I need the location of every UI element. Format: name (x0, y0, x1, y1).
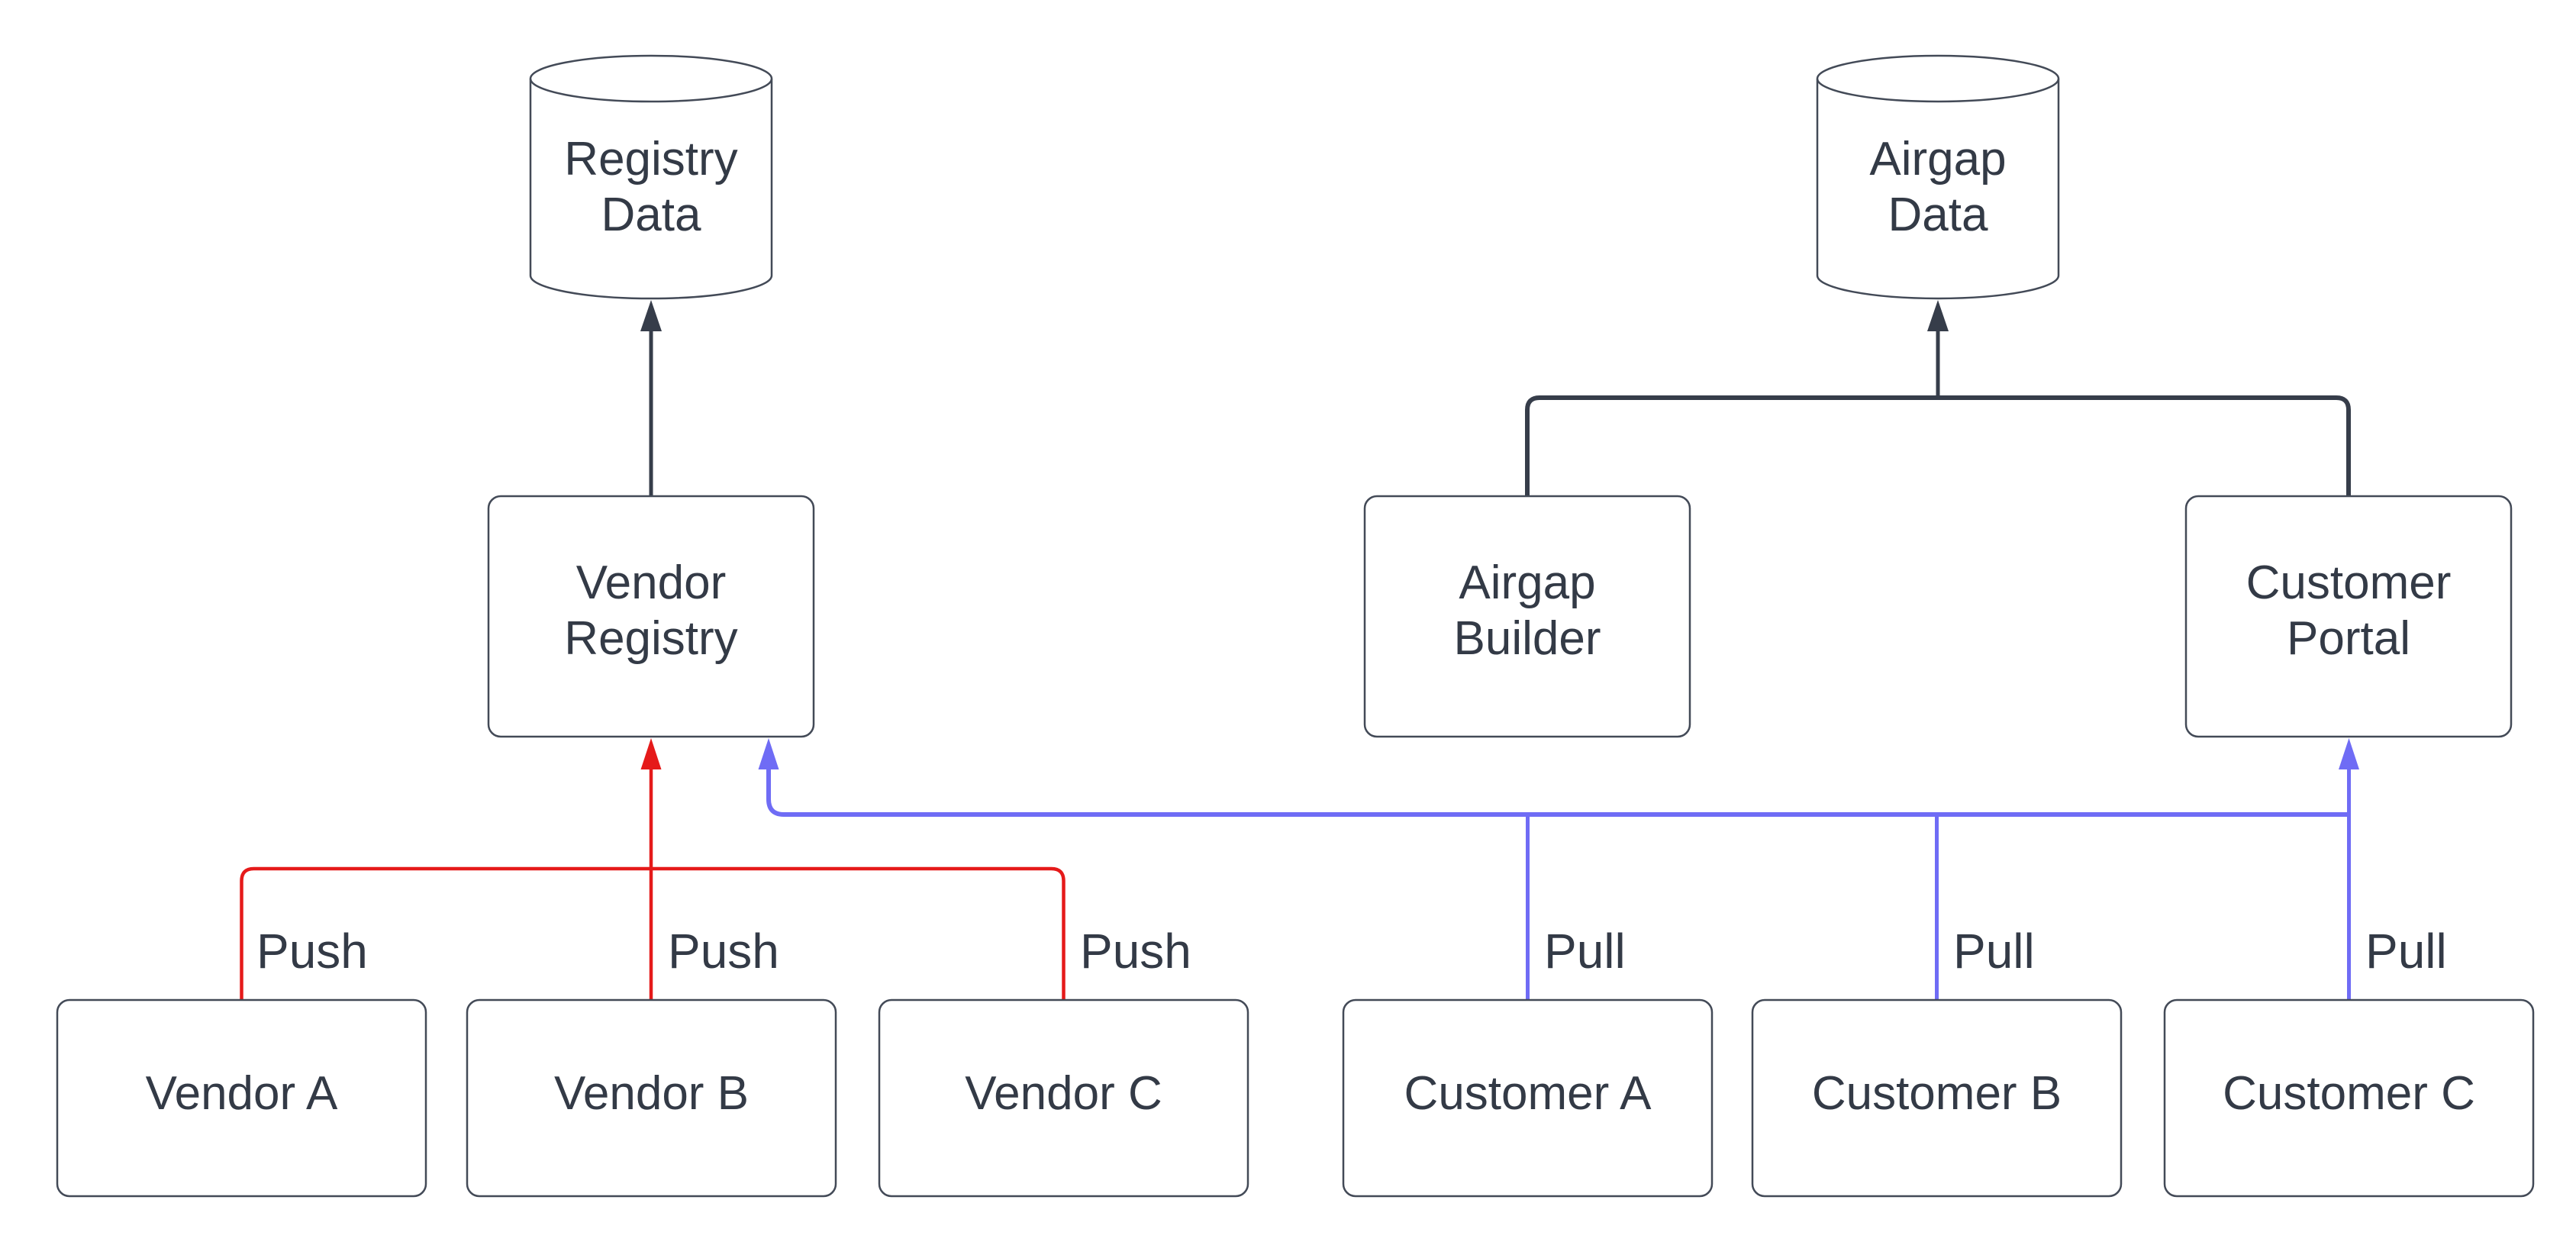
box-vendor-b (466, 998, 837, 1198)
edge-pull-spine (758, 738, 2359, 1000)
arrowhead-up-icon (640, 738, 662, 769)
box-customer-a (1342, 998, 1714, 1198)
edge-line (766, 769, 2349, 817)
arrowhead-up-icon (640, 300, 662, 331)
edge-vendor-registry-to-registry-data (640, 300, 662, 496)
cylinder-rim (529, 78, 773, 103)
cylinder-body (529, 54, 773, 300)
box-customer-portal (2184, 495, 2513, 738)
cylinder-body (1816, 54, 2060, 300)
arrowhead-up-icon (758, 738, 779, 769)
box-vendor-a (56, 998, 427, 1198)
box-customer-b (1751, 998, 2123, 1198)
edge-merge-to-airgap-data (1525, 300, 2351, 496)
box-vendor-registry (487, 495, 815, 738)
cylinder-rim (1816, 78, 2060, 103)
box-vendor-c (878, 998, 1249, 1198)
box-airgap-builder (1363, 495, 1691, 738)
cylinder-registry-data (529, 54, 773, 300)
arrowhead-up-icon (1927, 300, 1949, 331)
edge-push-spine (240, 738, 1066, 1000)
box-customer-c (2163, 998, 2535, 1198)
cylinder-airgap-data (1816, 54, 2060, 300)
edge-line (1525, 395, 2351, 496)
arrowhead-up-icon (2339, 738, 2359, 769)
